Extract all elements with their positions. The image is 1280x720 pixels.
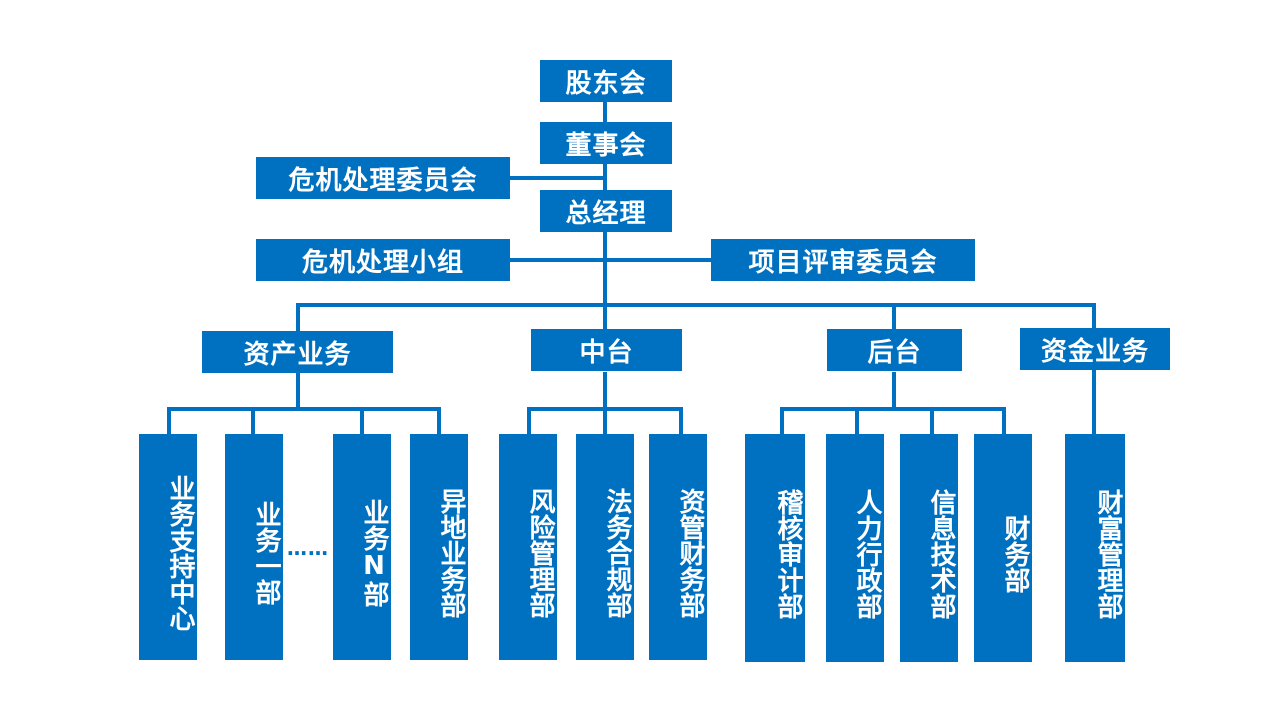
it-dept-box: 信息技术部 [900, 434, 958, 662]
asset-drop-2 [251, 407, 255, 435]
legal-compliance-dept-box: 法务合规部 [576, 434, 634, 660]
back-office-box: 后台 [827, 329, 962, 371]
asset-sub-bus [167, 407, 441, 411]
asset-drop-4 [437, 407, 441, 435]
business-dept-1-box: 业务一部 [225, 434, 283, 660]
business-dept-n-box: 业务N部 [333, 434, 391, 660]
division-drop-asset [296, 303, 300, 331]
audit-dept-box: 稽核审计部 [745, 434, 805, 662]
middle-office-box: 中台 [531, 329, 682, 371]
departments-ellipsis: …… [287, 536, 329, 560]
crisis-committee-box: 危机处理委员会 [256, 157, 510, 199]
fund-sub-stem [1092, 369, 1096, 437]
crisis-team-link [510, 258, 713, 262]
back-sub-bus [780, 407, 1006, 411]
board-box: 董事会 [540, 122, 672, 164]
project-review-committee-box: 项目评审委员会 [711, 239, 975, 281]
finance-dept-box: 财务部 [974, 434, 1032, 662]
back-drop-4 [1002, 407, 1006, 435]
risk-management-dept-box: 风险管理部 [499, 434, 557, 660]
division-bus [296, 303, 1096, 307]
middle-sub-stem [603, 372, 607, 410]
remote-business-dept-box: 异地业务部 [410, 434, 468, 660]
shareholders-box: 股东会 [540, 60, 672, 102]
crisis-team-box: 危机处理小组 [256, 239, 510, 281]
asset-sub-stem [296, 372, 300, 410]
hr-admin-dept-box: 人力行政部 [826, 434, 884, 662]
division-drop-fund [1092, 303, 1096, 331]
middle-drop-2 [603, 407, 607, 435]
division-drop-middle [603, 303, 607, 331]
back-drop-3 [930, 407, 934, 435]
crisis-committee-link [510, 176, 605, 180]
back-sub-stem [892, 372, 896, 410]
general-manager-box: 总经理 [540, 190, 672, 232]
asset-drop-3 [360, 407, 364, 435]
wealth-management-dept-box: 财富管理部 [1065, 434, 1125, 662]
back-drop-2 [855, 407, 859, 435]
business-support-center-box: 业务支持中心 [139, 434, 197, 660]
division-drop-back [892, 303, 896, 331]
asset-business-box: 资产业务 [202, 331, 393, 373]
middle-drop-1 [527, 407, 531, 435]
back-drop-1 [780, 407, 784, 435]
asset-drop-1 [167, 407, 171, 435]
asset-finance-dept-box: 资管财务部 [649, 434, 707, 660]
fund-business-box: 资金业务 [1020, 328, 1170, 370]
middle-drop-3 [679, 407, 683, 435]
